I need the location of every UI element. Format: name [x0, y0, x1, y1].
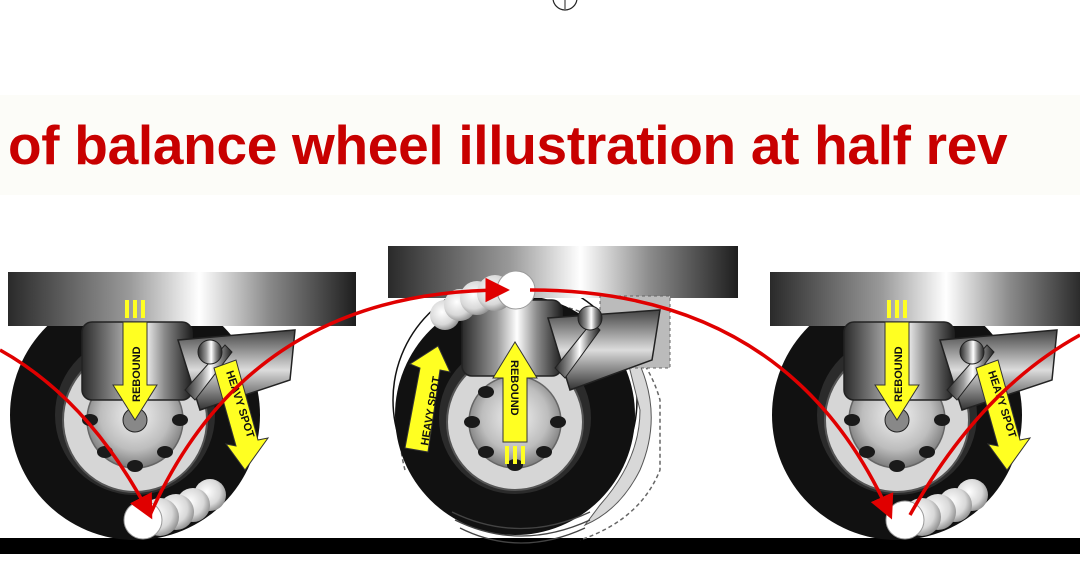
title-banner [0, 95, 1080, 195]
rebound-arrow-right: REBOUND [874, 300, 920, 421]
wheel-right [770, 272, 1080, 540]
registration-mark-icon [552, 0, 578, 11]
trajectory-arc-2 [148, 277, 510, 516]
rebound-label-middle: REBOUND [508, 360, 520, 416]
trajectory-arc-1 [0, 348, 153, 520]
trajectory-arc-3 [529, 288, 894, 520]
ground-line [0, 538, 1080, 554]
rebound-arrow-left: REBOUND [112, 300, 158, 421]
rebound-label-left: REBOUND [131, 346, 143, 402]
rebound-arrow-middle: REBOUND [492, 341, 538, 464]
rebound-label-right: REBOUND [893, 346, 905, 402]
trajectory-arc-4 [908, 333, 1080, 516]
wheel-left [8, 272, 356, 540]
page-title: of balance wheel illustration at half re… [8, 114, 1008, 176]
